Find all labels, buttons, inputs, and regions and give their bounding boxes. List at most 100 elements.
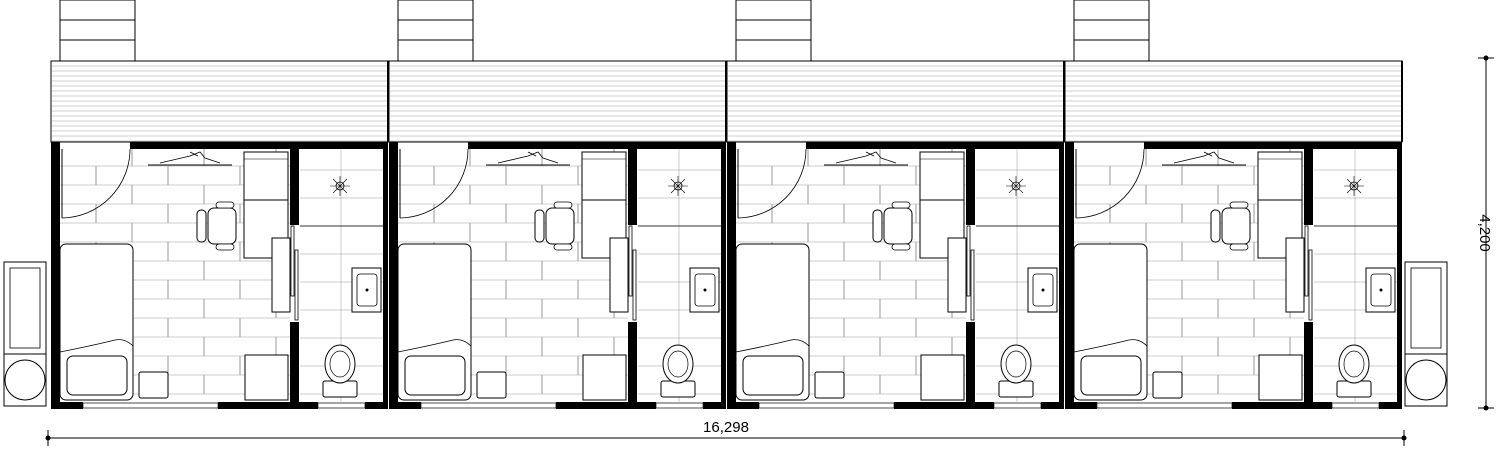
steps-outline [59, 0, 136, 62]
washbasin [1365, 267, 1396, 313]
cabinet [1258, 354, 1303, 401]
shower-drain [1006, 176, 1026, 196]
height-dimension-tick-top [1483, 55, 1489, 61]
pillow [404, 355, 466, 396]
end-fixture-left [3, 261, 47, 407]
washbasin [351, 267, 382, 313]
toilet [660, 344, 696, 398]
toilet-seat [1343, 350, 1365, 378]
window-bathroom [655, 402, 704, 409]
clothes-rail [1162, 151, 1246, 166]
planter-inner [1410, 267, 1442, 349]
toilet [1336, 344, 1372, 398]
toilet-bowl [662, 344, 694, 384]
balcony-outline [388, 60, 727, 143]
bath-partition-bottom [628, 322, 637, 402]
wall-bottom-a [727, 402, 759, 409]
wall-right [721, 142, 726, 409]
entry-steps [735, 0, 812, 62]
wall-bottom-b [218, 402, 318, 409]
balcony-outline [1064, 60, 1403, 143]
clothes-rail [148, 151, 232, 166]
wardrobe [581, 151, 627, 201]
wall-left [727, 142, 736, 409]
wall-left [1065, 142, 1074, 409]
bathroom-door [1304, 225, 1309, 297]
wall-right [383, 142, 388, 409]
basin-drain [1379, 288, 1383, 292]
wall-right [1059, 142, 1064, 409]
wall-right [1397, 142, 1402, 409]
chair-arm-top [1229, 201, 1249, 209]
door-swing-arc [1075, 148, 1145, 219]
chair-back [196, 209, 207, 243]
toilet-seat [667, 350, 689, 378]
bed-sheet-fold [397, 339, 472, 353]
bath-partition-top [290, 149, 299, 225]
bathroom-door [628, 225, 633, 297]
bath-partition-top [966, 149, 975, 225]
side-shelf [1285, 237, 1305, 313]
hanger-hook [189, 151, 199, 157]
cabinet [582, 354, 627, 401]
unit-1 [50, 0, 389, 409]
toilet-bowl [324, 344, 356, 384]
chair-arm-bottom [553, 243, 573, 251]
overall-width-label: 16,298 [703, 419, 749, 436]
chair [872, 201, 913, 251]
bath-partition-top [628, 149, 637, 225]
door-swing-arc [737, 148, 807, 219]
wall-bottom-c [365, 402, 388, 409]
cabinet [244, 354, 289, 401]
wall-left [51, 142, 60, 409]
window-bedroom [82, 402, 219, 409]
chair [1210, 201, 1251, 251]
bathroom-door-leaf [294, 249, 299, 321]
shower-drain [330, 176, 350, 196]
door-swing-arc [399, 148, 469, 219]
pillow [1080, 355, 1142, 396]
wall-bottom-b [894, 402, 994, 409]
bath-partition-top [1304, 149, 1313, 225]
bathroom-door-leaf [1308, 249, 1313, 321]
hanger [497, 151, 559, 164]
pillow [66, 355, 128, 396]
bed [59, 243, 134, 401]
entry-door [1075, 148, 1145, 219]
width-dimension-tick-right [1401, 435, 1407, 441]
entry-door [737, 148, 807, 219]
pillow [742, 355, 804, 396]
toilet [322, 344, 358, 398]
chair-arm-top [215, 201, 235, 209]
wall-bottom-a [51, 402, 83, 409]
basin-drain [365, 288, 369, 292]
side-shelf [271, 237, 291, 313]
bathroom-door [966, 225, 971, 297]
chair [196, 201, 237, 251]
chair-arm-top [553, 201, 573, 209]
chair-seat [1221, 207, 1251, 245]
chair-back [872, 209, 883, 243]
nightstand [814, 371, 845, 399]
wall-bottom-b [1232, 402, 1332, 409]
toilet-bowl [1000, 344, 1032, 384]
balcony-outline [726, 60, 1065, 143]
bed [1073, 243, 1148, 401]
shower-drain [668, 176, 688, 196]
bath-partition-bottom [966, 322, 975, 402]
window-bedroom [758, 402, 895, 409]
bed [397, 243, 472, 401]
bed-sheet-fold [735, 339, 810, 353]
wall-top [130, 142, 388, 149]
end-fixtures [3, 261, 1448, 407]
window-bathroom [317, 402, 366, 409]
wall-left [389, 142, 398, 409]
entry-door [399, 148, 469, 219]
planter-box [1404, 261, 1448, 355]
toilet-seat [1005, 350, 1027, 378]
hanger-hook [1203, 151, 1213, 157]
chair-arm-top [891, 201, 911, 209]
hanger [835, 151, 897, 164]
bathroom-door [290, 225, 295, 297]
